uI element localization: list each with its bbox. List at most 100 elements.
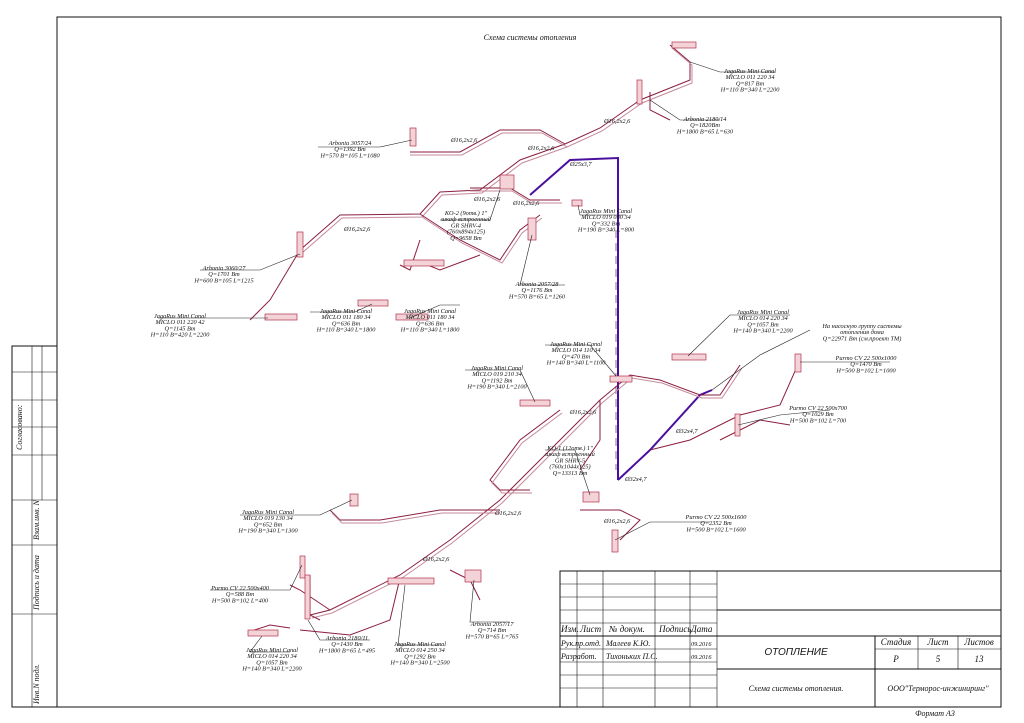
label-line: GR SHRV-4 bbox=[451, 222, 481, 229]
label-l7: Arbonia 2057/28Q=1176 ВтH=570 B=65 L=126… bbox=[508, 281, 566, 300]
label-line: H=600 B=105 L=1215 bbox=[193, 277, 253, 284]
label-line: H=110 B=340 L=1800 bbox=[316, 327, 377, 334]
label-line: H=500 B=102 L=400 bbox=[211, 597, 269, 604]
stamp-stage: Р bbox=[892, 654, 899, 664]
pipe-label-9: Ø32x4,7 bbox=[675, 428, 698, 435]
label-line: Arbonia 3060/27 bbox=[202, 265, 247, 272]
label-line: Q=332 Вт bbox=[592, 220, 621, 227]
pipe-label-7: Ø16,2x2,6 bbox=[343, 226, 371, 233]
title-block: Изм. Лист № докум. Подпись Дата Рук.пр.о… bbox=[559, 570, 1002, 708]
label-line: JagaRus Mini Canal bbox=[580, 208, 632, 215]
label-line: (760х894х125) bbox=[447, 229, 485, 236]
stamp-r1-name: Малеев К.Ю. bbox=[605, 639, 650, 648]
vzam-label: Взам.инв. N bbox=[32, 499, 41, 540]
side-strip: Согласовано: Взам.инв. N Подпись и дата … bbox=[11, 345, 58, 708]
inv-label: Инв.N подл. bbox=[32, 664, 41, 705]
label-line: MICLO 011 220 34 bbox=[724, 74, 774, 81]
label-line: MICLO 014 250 34 bbox=[394, 647, 445, 654]
label-line: H=110 B=340 L=1800 bbox=[400, 327, 461, 334]
label-line: JagaRus Mini Canal bbox=[724, 68, 776, 75]
stamp-sheets: 13 bbox=[975, 654, 985, 664]
label-line: H=140 B=340 L=2500 bbox=[389, 660, 450, 667]
label-line: JagaRus Mini Canal bbox=[550, 341, 602, 348]
pipe-label-10: Ø32x4,7 bbox=[624, 476, 647, 483]
label-line: H=570 B=65 L=765 bbox=[465, 633, 519, 640]
label-line: Arbonia 3057/24 bbox=[328, 140, 372, 147]
label-line: Arbonia 2057/28 bbox=[515, 281, 560, 288]
label-line: Q=1292 Вт bbox=[404, 653, 436, 660]
label-line: Q=22971 Вт (см.проект ТМ) bbox=[823, 335, 902, 342]
label-line: Q=1145 Вт bbox=[165, 325, 196, 332]
pipe-label-13: Ø16,2x2,6 bbox=[422, 556, 450, 563]
sign-date-label: Подпись и дата bbox=[32, 555, 41, 611]
stamp-sheets-h: Листов bbox=[963, 637, 994, 647]
leader-lines bbox=[158, 61, 890, 653]
label-line: H=500 B=102 L=1600 bbox=[685, 526, 746, 533]
label-line: JagaRus Mini Canal bbox=[404, 308, 456, 315]
label-line: Q=1470 Вт bbox=[850, 361, 882, 368]
label-line: JagaRus Mini Canal bbox=[471, 365, 523, 372]
main-riser-lower bbox=[617, 389, 713, 481]
label-l6: Arbonia 3060/27Q=1701 ВтH=600 B=105 L=12… bbox=[193, 265, 253, 284]
label-line: H=190 B=340 L=2100 bbox=[466, 384, 527, 391]
label-line: Q=2352 Вт bbox=[700, 520, 732, 527]
stamp-r2-name: Тихоньких П.С. bbox=[606, 652, 658, 661]
label-line: Q=9658 Вт bbox=[450, 235, 482, 242]
label-l3: Arbonia 3057/24Q=1392 ВтH=570 B=105 L=10… bbox=[319, 140, 380, 159]
stamp-h-date: Дата bbox=[690, 624, 713, 634]
stamp-h-sign: Подпись bbox=[658, 624, 692, 634]
label-line: Purmo CV 22 500х1000 bbox=[835, 355, 898, 362]
stamp-sheet-h: Лист bbox=[926, 637, 949, 647]
stamp-h-izm: Изм. bbox=[560, 624, 579, 634]
format-label: Формат А3 bbox=[915, 709, 955, 718]
radiators bbox=[247, 41, 802, 637]
label-line: Q=470 Вт bbox=[562, 353, 591, 360]
label-line: MICLO 019 130 34 bbox=[242, 515, 293, 522]
stamp-subtitle: Схема системы отопления. bbox=[749, 684, 844, 693]
pipe-label-11: Ø16,2x2,6 bbox=[494, 510, 522, 517]
label-line: MICLO 011 180 34 bbox=[404, 314, 454, 321]
pipe-diameter-labels: Ø16,2x2,6 Ø16,2x2,6 Ø16,2x2,6 Ø25x3,7 Ø1… bbox=[343, 118, 698, 563]
stamp-r1-date: 09.2016 bbox=[691, 641, 712, 648]
drawing-title: Схема системы отопления bbox=[484, 33, 577, 42]
label-line: Purmo CV 22 500х1600 bbox=[685, 514, 748, 521]
pipe-label-6: Ø16,2x2,6 bbox=[512, 200, 540, 207]
label-line: (760х1044х125) bbox=[549, 464, 590, 471]
label-line: H=500 B=102 L=700 bbox=[789, 417, 847, 424]
label-line: JagaRus Mini Canal bbox=[242, 509, 294, 516]
label-line: JagaRus Mini Canal bbox=[320, 308, 372, 315]
label-line: JagaRus Mini Canal bbox=[737, 309, 789, 316]
label-line: Q=1192 Вт bbox=[482, 377, 513, 384]
pipe-label-3: Ø16,2x2,6 bbox=[527, 145, 555, 152]
label-line: Q=1430 Вт bbox=[331, 641, 363, 648]
label-l21: Arbonia 2057/17Q=714 ВтH=570 B=65 L=765 bbox=[465, 621, 519, 640]
stamp-r2-role: Разработ. bbox=[560, 652, 597, 661]
label-line: Q=636 Вт bbox=[416, 320, 445, 327]
label-line: Q=1057 Вт bbox=[256, 659, 288, 666]
label-line: H=190 B=340 L=1300 bbox=[237, 528, 298, 535]
label-line: MICLO 011 180 34 bbox=[320, 314, 370, 321]
stamp-stage-h: Стадия bbox=[881, 637, 911, 647]
label-line: Purmo CV 22 500х700 bbox=[788, 405, 848, 412]
label-line: H=140 B=340 L=1100 bbox=[546, 360, 607, 367]
label-line: MICLO 014 110 34 bbox=[550, 347, 600, 354]
stamp-r2-date: 09.2016 bbox=[691, 654, 712, 661]
stamp-title: ОТОПЛЕНИЕ bbox=[764, 647, 828, 658]
label-line: GR SHRV-5 bbox=[555, 457, 585, 464]
stamp-company: ООО"Терморос-инжиниринг" bbox=[887, 684, 989, 693]
label-line: MICLO 014 220 34 bbox=[737, 315, 788, 322]
label-line: На насосную группу системы bbox=[821, 323, 902, 330]
label-line: Arbonia 2180/14 bbox=[683, 116, 727, 123]
label-line: MICLO 019 080 34 bbox=[580, 214, 631, 221]
label-line: Q=1029 Вт bbox=[802, 411, 834, 418]
